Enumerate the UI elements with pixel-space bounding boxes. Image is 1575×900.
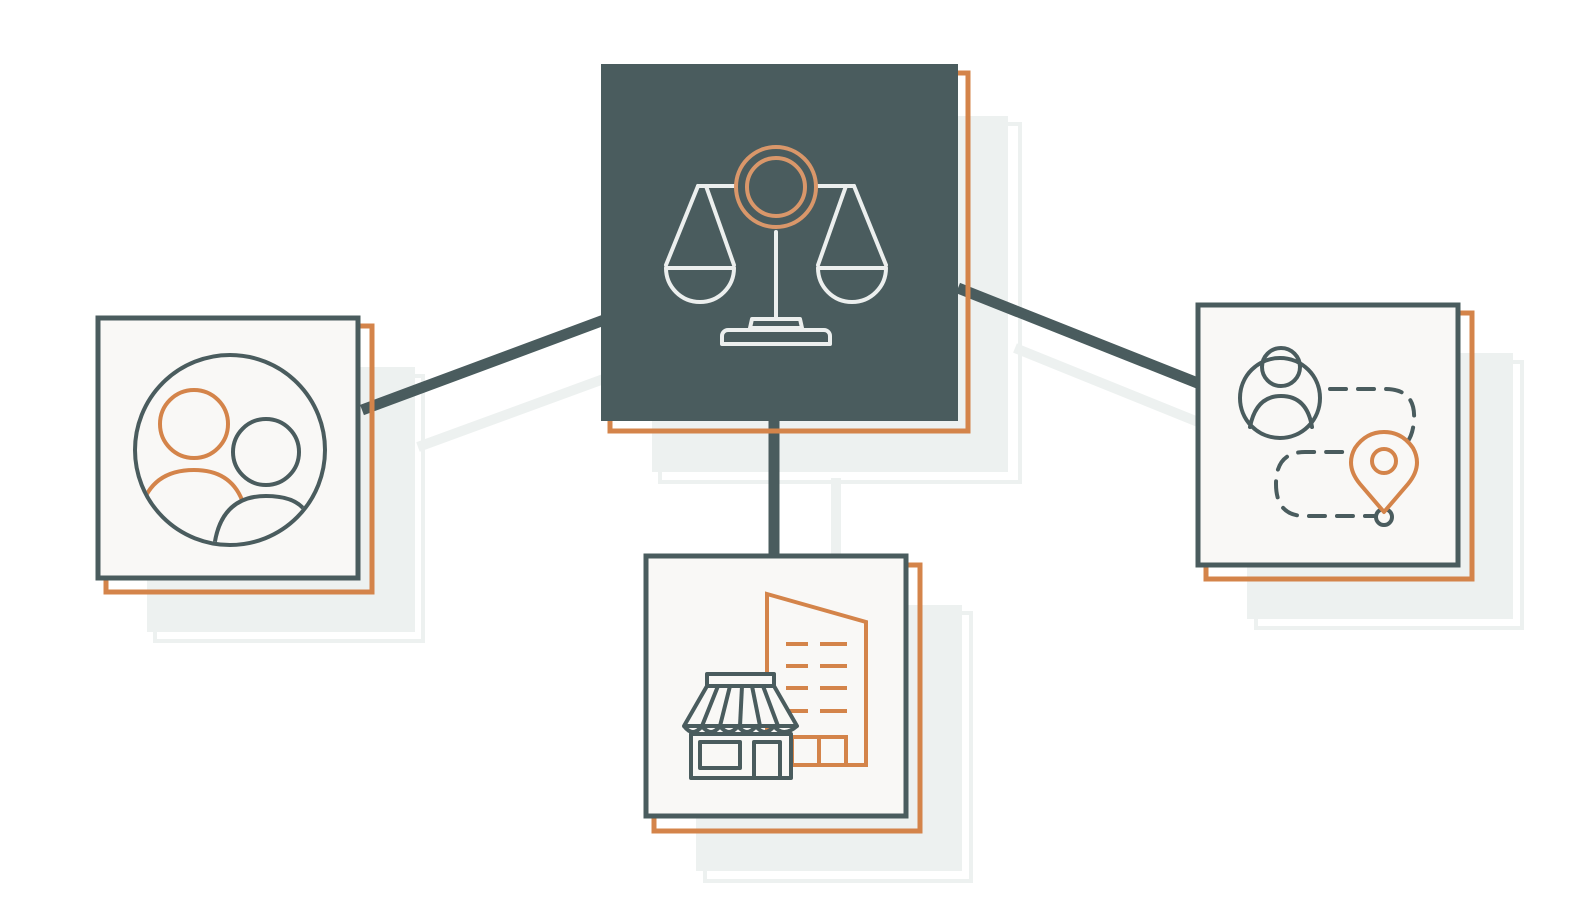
connector-layer bbox=[360, 282, 1203, 560]
left-node-panel bbox=[95, 315, 361, 581]
right-node bbox=[1195, 302, 1475, 582]
connector-center-right bbox=[955, 282, 1203, 390]
person-route-location-icon bbox=[1238, 346, 1419, 527]
shop-and-office-building-icon bbox=[682, 591, 868, 780]
bottom-node bbox=[643, 553, 923, 834]
right-node-panel bbox=[1195, 302, 1461, 568]
left-node bbox=[95, 315, 375, 595]
scales-of-justice-icon bbox=[664, 145, 888, 346]
center-node-panel bbox=[601, 64, 958, 421]
connector-center-left bbox=[360, 314, 606, 416]
center-node bbox=[601, 64, 971, 434]
people-group-icon bbox=[133, 353, 327, 547]
